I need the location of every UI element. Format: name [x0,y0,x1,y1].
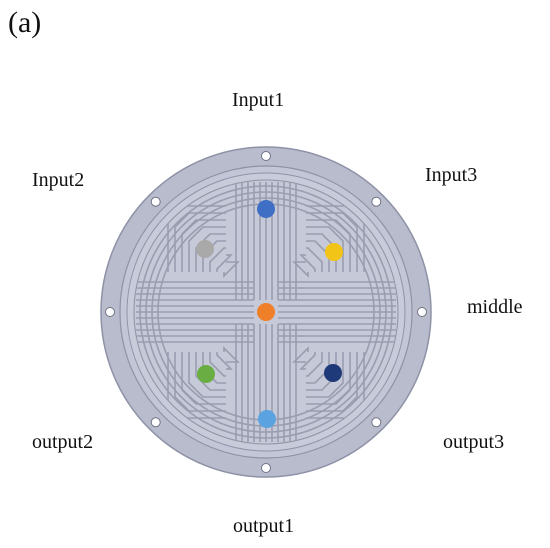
output1-port-dot [258,410,276,428]
output3-label: output3 [443,431,505,453]
output2-label: output2 [32,431,94,453]
quadrant-channel [188,352,226,398]
bolt-hole [371,417,382,428]
bolt-hole [150,196,161,207]
bolt-hole [150,417,161,428]
quadrant-channel [306,219,351,272]
quadrant-channel [306,352,337,391]
quadrant-channel [299,352,316,370]
bolt-hole [261,151,271,161]
input2-label: Input2 [32,169,85,191]
input1-port-dot [257,200,275,218]
quadrant-channel [292,261,309,278]
bolt-hole [417,307,427,317]
bolt-hole [261,463,271,473]
middle-port-dot [257,303,275,321]
quadrant-channel [209,247,226,272]
quadrant-channel [181,219,226,272]
input2-port-dot [196,240,214,258]
bolt-holes [105,151,427,473]
quadrant-channel [306,352,330,384]
quadrant-channel [174,212,226,272]
output1-label: output1 [233,515,295,537]
middle-label: middle [467,296,523,318]
quadrant-channel [195,352,226,391]
quadrant-channel [174,352,226,412]
quadrant-channel [292,346,309,363]
quadrant-channel [188,226,226,272]
serpentine-channels [136,182,396,442]
quadrant-channel [306,240,330,272]
quadrant-channel [223,261,240,278]
bolt-hole [371,196,382,207]
quadrant-channel [306,352,358,412]
quadrant-channel [223,346,240,363]
quadrant-channel [299,254,316,272]
quadrant-channel [306,212,358,272]
quadrant-channel [181,352,226,405]
quadrant-channel [216,254,233,272]
bolt-hole [105,307,115,317]
quadrant-channel [306,226,344,272]
quadrant-channel [209,352,226,377]
input1-label: Input1 [232,89,285,111]
output3-port-dot [324,364,342,382]
quadrant-channel [306,352,323,377]
input3-port-dot [325,243,343,261]
output2-port-dot [197,365,215,383]
quadrant-channel [306,352,344,398]
panel-label: (a) [8,6,42,39]
quadrant-channel [216,352,233,370]
input3-label: Input3 [425,164,478,186]
quadrant-channel [306,352,351,405]
quadrant-channel [306,247,323,272]
